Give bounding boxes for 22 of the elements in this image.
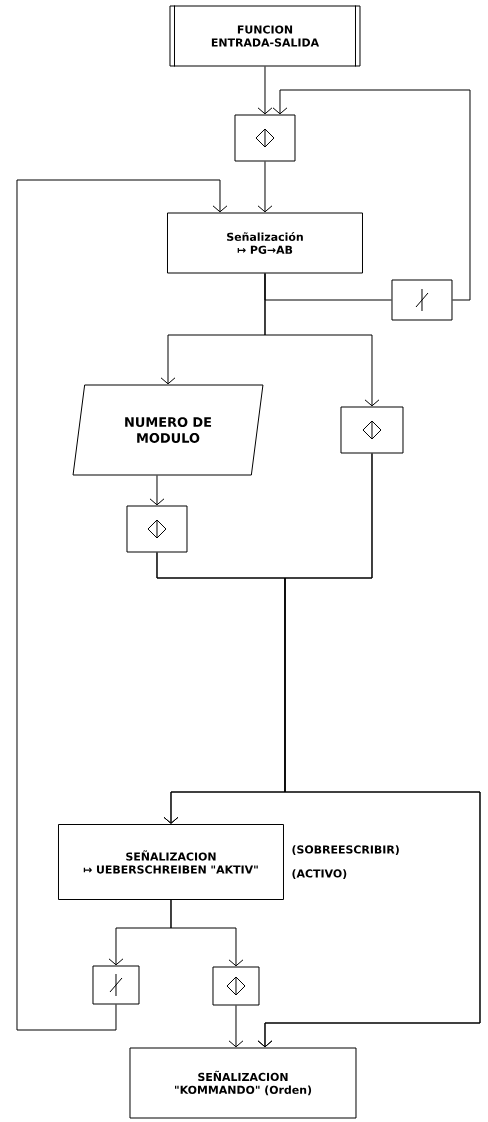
arrow: [170, 899, 244, 967]
contact-box: [212, 966, 260, 1006]
arrow: [257, 161, 273, 213]
arrow: [257, 66, 273, 115]
arrow: [149, 475, 165, 506]
arrow: [16, 179, 228, 1031]
contact-box: [92, 965, 140, 1005]
signal-box: SEÑALIZACION ↦ UEBERSCHREIBEN "AKTIV": [58, 824, 284, 900]
arrow: [257, 453, 481, 1048]
input-parallelogram: NUMERO DE MODULO: [72, 384, 264, 476]
side-note: (SOBREESCRIBIR): [292, 845, 399, 855]
signal-box: SEÑALIZACION "KOMMANDO" (Orden): [129, 1047, 357, 1119]
contact-box: [391, 279, 453, 321]
process-box: FUNCION ENTRADA-SALIDA: [169, 5, 361, 67]
contact-box: [340, 406, 404, 454]
arrow: [272, 89, 471, 301]
contact-box: [234, 114, 296, 162]
arrow: [264, 273, 380, 407]
contact-box: [126, 505, 188, 553]
signal-box: Señalización ↦ PG→AB: [167, 212, 363, 274]
arrow: [228, 1005, 244, 1048]
side-note: (ACTIVO): [292, 869, 347, 879]
